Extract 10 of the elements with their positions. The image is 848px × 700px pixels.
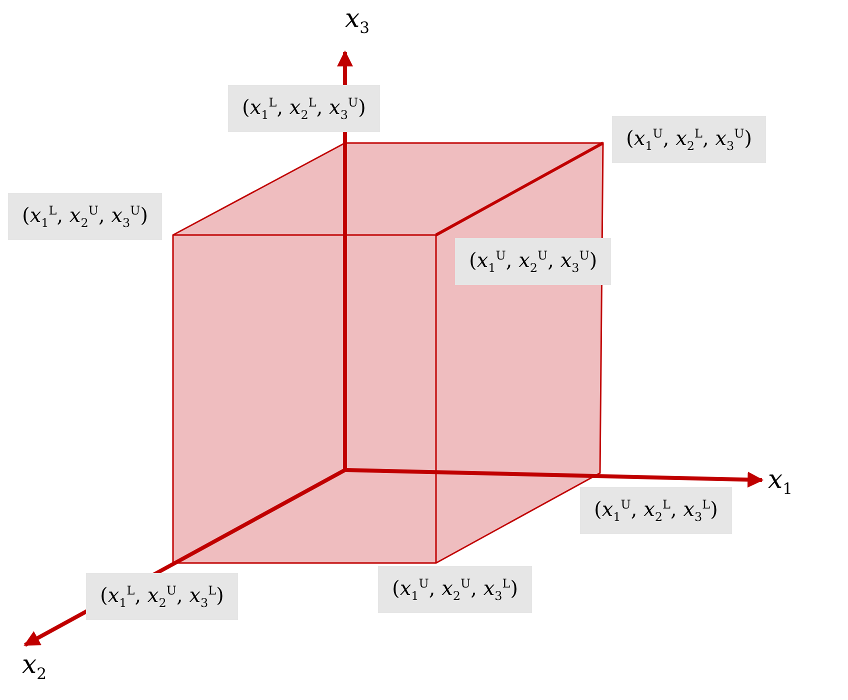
coordinate-label: (x$_{1}$$^{L}$, x$_{2}$$^{U}$, x$_{3}$$^{U}$) <box>8 193 162 240</box>
axis-label: x$_{2}$ <box>22 650 47 684</box>
axis-label: x$_{3}$ <box>345 4 370 38</box>
axis-label: x$_{1}$ <box>768 465 793 498</box>
coordinate-label: (x$_{1}$$^{L}$, x$_{2}$$^{L}$, x$_{3}$$^{U}$) <box>228 85 380 132</box>
coordinate-label: (x$_{1}$$^{L}$, x$_{2}$$^{U}$, x$_{3}$$^{L}$) <box>86 573 238 620</box>
coordinate-label: (x$_{1}$$^{U}$, x$_{2}$$^{L}$, x$_{3}$$^{U}$) <box>612 116 766 163</box>
coordinate-label: (x$_{1}$$^{U}$, x$_{2}$$^{U}$, x$_{3}$$^{L}$) <box>378 566 532 613</box>
coordinate-label: (x$_{1}$$^{U}$, x$_{2}$$^{L}$, x$_{3}$$^{L}$) <box>580 487 732 534</box>
coordinate-label: (x$_{1}$$^{U}$, x$_{2}$$^{U}$, x$_{3}$$^{U}$) <box>455 238 612 285</box>
